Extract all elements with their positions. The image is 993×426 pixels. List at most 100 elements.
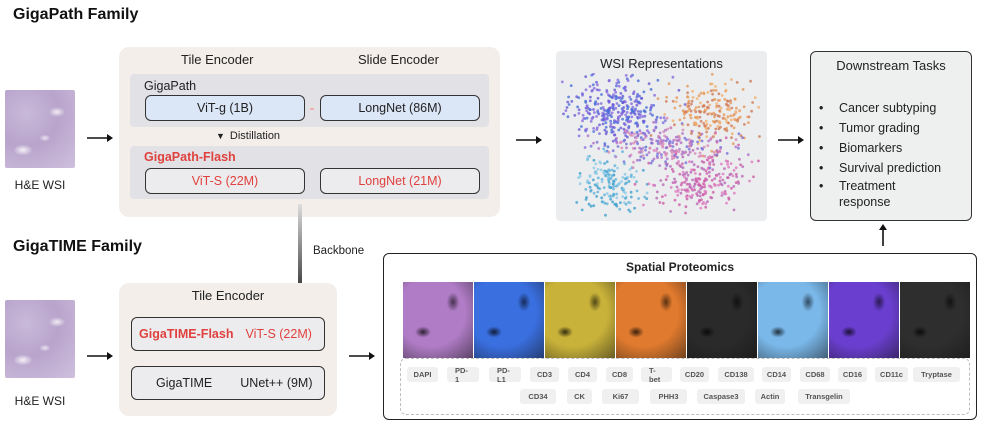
embedding-point xyxy=(592,204,596,208)
embedding-point xyxy=(607,150,611,154)
longnet-86m-box: LongNet (86M) xyxy=(320,95,480,121)
embedding-point xyxy=(717,104,721,108)
embedding-point xyxy=(616,145,620,148)
embedding-point xyxy=(696,140,699,144)
embedding-point xyxy=(595,195,598,198)
embedding-point xyxy=(617,84,621,88)
tile-encoder-heading-bottom: Tile Encoder xyxy=(191,288,265,303)
embedding-point xyxy=(620,146,624,150)
embedding-point xyxy=(688,160,691,164)
embedding-point xyxy=(654,126,658,130)
embedding-point xyxy=(697,177,701,180)
embedding-point xyxy=(577,134,581,138)
embedding-point xyxy=(637,110,640,113)
embedding-point xyxy=(690,187,694,191)
embedding-point xyxy=(609,186,612,189)
embedding-point xyxy=(606,109,610,112)
embedding-point xyxy=(677,150,681,153)
embedding-point xyxy=(748,179,751,183)
embedding-point xyxy=(615,81,619,85)
embedding-point xyxy=(688,142,692,145)
embedding-point xyxy=(595,88,599,92)
gigatime-name: GigaTIME xyxy=(156,376,213,390)
embedding-point xyxy=(604,125,608,129)
embedding-point xyxy=(631,105,635,109)
embedding-point xyxy=(677,138,681,142)
embedding-point xyxy=(676,190,680,193)
embedding-point xyxy=(711,168,715,172)
embedding-point xyxy=(718,150,722,153)
embedding-point xyxy=(743,123,746,126)
vit-g-box: ViT-g (1B) xyxy=(145,95,305,121)
embedding-point xyxy=(627,131,631,135)
embedding-point xyxy=(578,182,582,186)
embedding-point xyxy=(625,111,629,114)
embedding-point xyxy=(681,132,684,135)
embedding-point xyxy=(609,122,613,126)
embedding-point xyxy=(638,158,642,162)
embedding-point xyxy=(631,166,635,169)
marker-chip: CD34 xyxy=(520,389,556,404)
embedding-point xyxy=(632,141,635,145)
embedding-point xyxy=(724,192,728,196)
embedding-point xyxy=(686,95,689,99)
embedding-point xyxy=(719,176,722,179)
embedding-point xyxy=(588,85,592,88)
embedding-point xyxy=(635,189,639,193)
embedding-point xyxy=(647,182,651,186)
embedding-point xyxy=(651,183,655,187)
embedding-point xyxy=(670,167,674,171)
marker-chip: CD4 xyxy=(568,367,597,382)
marker-chip: CD14 xyxy=(762,367,791,382)
embedding-point xyxy=(665,157,669,161)
embedding-point xyxy=(729,118,733,122)
embedding-point xyxy=(684,195,688,199)
embedding-point xyxy=(596,182,599,186)
embedding-point xyxy=(566,115,570,119)
embedding-point xyxy=(664,146,668,150)
embedding-point xyxy=(750,160,754,164)
embedding-point xyxy=(610,174,614,178)
embedding-point xyxy=(655,149,658,153)
embedding-point xyxy=(718,109,721,113)
embedding-point xyxy=(697,136,701,139)
marker-chip: CD16 xyxy=(838,367,867,382)
embedding-point xyxy=(657,134,660,138)
embedding-point xyxy=(664,167,668,171)
marker-chip: Tryptase xyxy=(913,367,960,382)
embedding-point xyxy=(623,172,627,176)
embedding-point xyxy=(626,175,629,179)
embedding-point xyxy=(626,105,630,109)
embedding-point xyxy=(634,122,637,125)
embedding-point xyxy=(634,98,638,102)
embedding-point xyxy=(658,201,662,204)
embedding-point xyxy=(705,178,709,182)
embedding-point xyxy=(634,139,637,143)
embedding-point xyxy=(659,179,663,182)
marker-chip: Ki67 xyxy=(602,389,639,404)
embedding-point xyxy=(715,102,719,106)
embedding-point xyxy=(723,82,727,86)
embedding-point xyxy=(715,119,718,123)
embedding-point xyxy=(719,182,723,186)
embedding-point xyxy=(691,193,694,197)
embedding-point xyxy=(602,172,606,175)
marker-chip: DAPI xyxy=(407,367,438,382)
embedding-point xyxy=(564,109,568,112)
embedding-point xyxy=(714,127,718,131)
embedding-point xyxy=(719,146,723,149)
embedding-point xyxy=(621,195,625,199)
embedding-point xyxy=(614,106,618,110)
embedding-point xyxy=(645,197,649,200)
embedding-point xyxy=(595,172,599,175)
embedding-point xyxy=(592,141,595,145)
embedding-point xyxy=(691,96,695,99)
embedding-point xyxy=(673,153,676,157)
embedding-point xyxy=(589,120,593,123)
embedding-point xyxy=(700,139,704,143)
embedding-point xyxy=(612,169,616,173)
embedding-point xyxy=(704,205,708,209)
embedding-point xyxy=(671,170,675,173)
embedding-point xyxy=(607,79,611,82)
embedding-point xyxy=(627,208,631,212)
